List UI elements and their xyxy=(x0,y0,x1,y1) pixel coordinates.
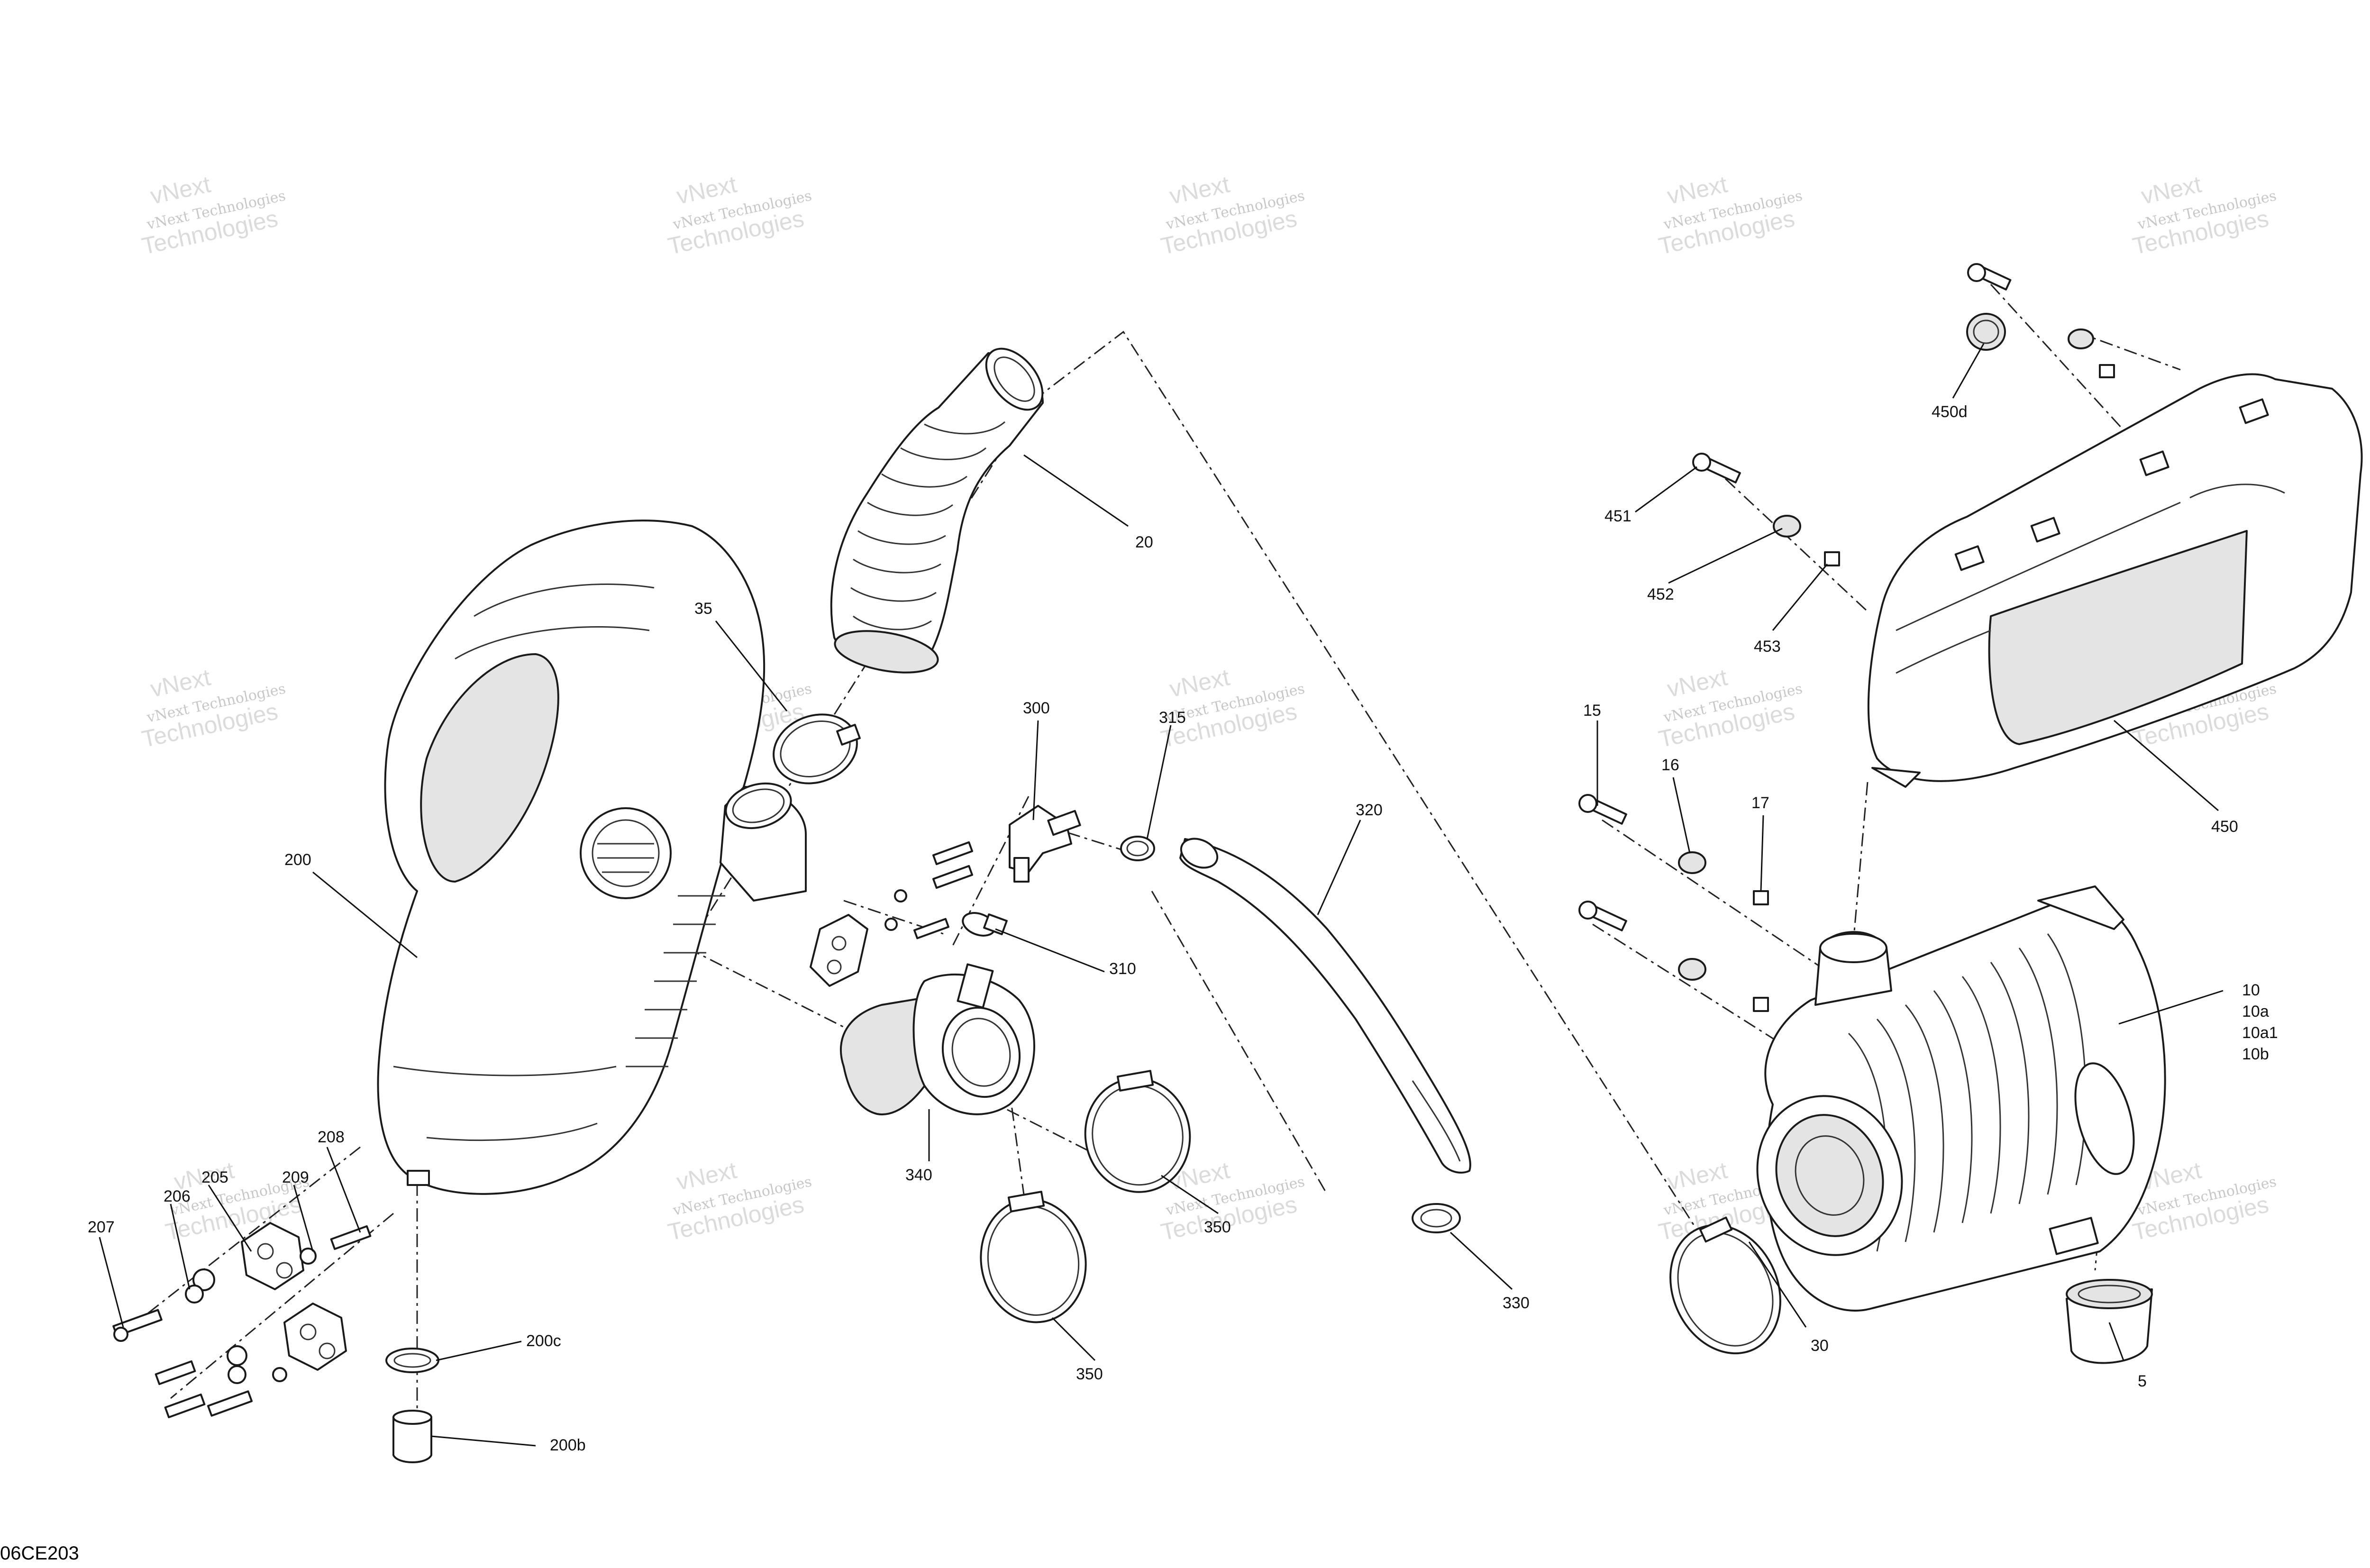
callout-5: 5 xyxy=(2138,1372,2147,1390)
callout-300: 300 xyxy=(1023,699,1050,717)
watermark-vnext: vNext xyxy=(1167,171,1232,209)
callout-350b: 350 xyxy=(1076,1365,1103,1383)
watermark-5: vNext vNext Technologies Technologies xyxy=(2130,171,2278,260)
callout-450: 450 xyxy=(2211,818,2238,836)
callout-315: 315 xyxy=(1159,709,1186,727)
callout-350a: 350 xyxy=(1204,1218,1231,1236)
callout-207: 207 xyxy=(88,1218,115,1236)
filter-cover-450 xyxy=(1867,373,2363,788)
watermark-8: vNext vNext Technologies Technologies xyxy=(1158,664,1306,753)
callout-16: 16 xyxy=(1661,756,1679,774)
callout-209: 209 xyxy=(282,1168,309,1186)
callout-340: 340 xyxy=(905,1166,932,1184)
watermark-vnext: vNext xyxy=(148,171,213,209)
callout-310: 310 xyxy=(1109,960,1136,978)
callout-451: 451 xyxy=(1604,507,1632,525)
worm-clamp-350a xyxy=(1084,1070,1191,1193)
watermark-vnext: vNext xyxy=(1167,664,1232,702)
small-clamp-315 xyxy=(1120,836,1155,861)
elbow-adapter-340 xyxy=(839,963,1035,1116)
coupling-sleeve-5 xyxy=(2066,1279,2153,1364)
callout-labels: 20 35 200 300 315 310 320 330 340 350 35… xyxy=(88,403,2278,1454)
callout-206: 206 xyxy=(164,1187,191,1205)
airbox-housing-200 xyxy=(377,520,766,1195)
watermark-vnext: vNext xyxy=(2139,171,2204,209)
callout-452: 452 xyxy=(1647,585,1674,603)
watermark-3: vNext vNext Technologies Technologies xyxy=(1158,171,1306,260)
breather-hose-320 xyxy=(1179,838,1471,1174)
callout-320: 320 xyxy=(1356,801,1383,819)
assembly-axis-lines xyxy=(142,283,2186,1427)
clamp-35 xyxy=(773,713,861,784)
hardware-15-17 xyxy=(1578,794,1769,1012)
watermark-9: vNext vNext Technologies Technologies xyxy=(1656,664,1804,753)
sensor-310 xyxy=(962,912,1008,937)
watermark-6: vNext vNext Technologies Technologies xyxy=(139,664,287,753)
callout-208: 208 xyxy=(318,1128,345,1146)
watermark-12: vNext vNext Technologies Technologies xyxy=(665,1157,813,1246)
callout-20: 20 xyxy=(1135,533,1153,551)
watermark-1: vNext vNext Technologies Technologies xyxy=(139,171,287,260)
callout-205: 205 xyxy=(201,1168,228,1186)
watermark-vnext: vNext xyxy=(148,664,213,702)
worm-clamp-350b xyxy=(980,1191,1087,1323)
mounting-hardware-left xyxy=(112,1222,439,1463)
watermark-vnext: vNext xyxy=(674,171,739,209)
hardware-451-453 xyxy=(1692,453,1840,566)
leader-lines xyxy=(99,343,2224,1447)
hose-clamp-330 xyxy=(1412,1203,1461,1233)
callout-17: 17 xyxy=(1751,794,1769,812)
callout-330: 330 xyxy=(1503,1294,1530,1312)
callout-10: 10 xyxy=(2242,981,2260,999)
airbox-outlet-neck xyxy=(720,782,807,902)
clamp-30 xyxy=(1669,1216,1781,1355)
callout-15: 15 xyxy=(1583,702,1601,720)
watermark-vnext: vNext xyxy=(1665,1157,1730,1195)
intake-duct-20 xyxy=(830,347,1044,674)
bolts-group-center xyxy=(810,841,974,987)
callout-10a: 10a xyxy=(2242,1003,2269,1021)
callout-200: 200 xyxy=(284,851,311,869)
drawing-code: 06CE203 xyxy=(0,1543,79,1564)
watermark-vnext: vNext xyxy=(1665,664,1730,702)
callout-450d: 450d xyxy=(1932,403,1968,421)
watermark-vnext: vNext xyxy=(674,1157,739,1195)
watermark-vnext: vNext xyxy=(1665,171,1730,209)
callout-35: 35 xyxy=(694,600,712,618)
fitting-300 xyxy=(1009,805,1081,883)
callout-453: 453 xyxy=(1754,638,1781,656)
callout-30: 30 xyxy=(1811,1337,1829,1355)
callout-10b: 10b xyxy=(2242,1045,2269,1063)
callout-200c: 200c xyxy=(526,1332,561,1350)
seal-450d xyxy=(1966,263,2115,378)
callout-200b: 200b xyxy=(550,1436,586,1454)
watermark-4: vNext vNext Technologies Technologies xyxy=(1656,171,1804,260)
watermark-2: vNext vNext Technologies Technologies xyxy=(665,171,813,260)
air-filter-assembly-10 xyxy=(1756,885,2166,1312)
callout-10a1: 10a1 xyxy=(2242,1024,2278,1042)
